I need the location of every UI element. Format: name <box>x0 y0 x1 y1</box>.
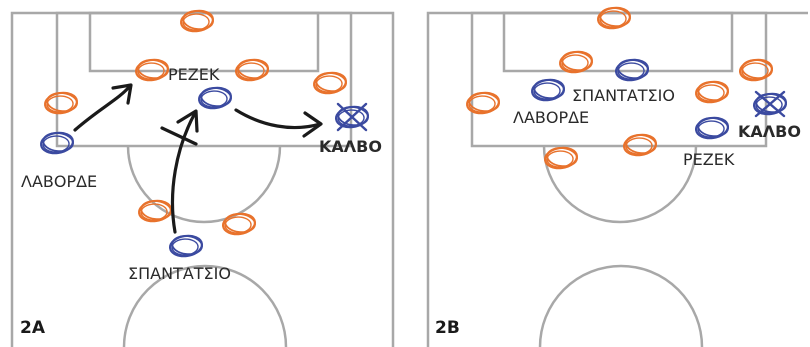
court-lines <box>426 11 808 347</box>
player-label-kalvo: ΚΑΛΒΟ <box>319 137 382 156</box>
arrow-spantatsio-move <box>170 111 197 234</box>
player-label-rezek: ΡΕΖΕΚ <box>168 65 220 84</box>
player-label-laborde: ΛΑΒΟΡΔΕ <box>21 172 97 191</box>
arrowhead <box>111 83 133 105</box>
attackers <box>529 56 789 142</box>
movement-arrows <box>73 83 323 234</box>
panel-2b: ΣΠΑΝΤΑΤΣΙΟ ΛΑΒΟΡΔΕ ΚΑΛΒΟ ΡΕΖΕΚ 2Β <box>426 4 808 347</box>
defender-marker <box>220 210 258 238</box>
player-label-rezek: ΡΕΖΕΚ <box>683 150 735 169</box>
panel-2a: ΡΕΖΕΚ ΛΑΒΟΡΔΕ ΣΠΑΝΤΑΤΣΙΟ ΚΑΛΒΟ 2Α <box>10 7 395 347</box>
arrow-rezek-move <box>234 108 322 130</box>
attacker-marker-rezek <box>196 84 234 112</box>
cross-mark-icon <box>754 90 786 118</box>
defender-marker <box>542 144 580 172</box>
player-label-laborde: ΛΑΒΟΡΔΕ <box>513 108 589 127</box>
attacker-marker-laborde <box>529 76 567 104</box>
cross-mark-icon <box>336 102 368 132</box>
attackers <box>38 84 371 260</box>
panel-label: 2Α <box>20 318 46 338</box>
defender-marker <box>737 56 775 84</box>
defender-marker <box>42 89 80 117</box>
arrow-laborde-move <box>73 84 132 132</box>
defender-marker <box>311 69 349 97</box>
arrowhead <box>302 111 323 138</box>
defender-marker <box>693 78 731 106</box>
defender-marker <box>595 4 633 32</box>
player-label-spantatsio: ΣΠΑΝΤΑΤΣΙΟ <box>572 86 675 105</box>
player-label-kalvo: ΚΑΛΒΟ <box>738 122 801 141</box>
attacker-marker-spantatsio <box>167 232 205 260</box>
panel-label: 2Β <box>435 318 460 338</box>
attacker-marker-rezek <box>693 114 731 142</box>
arrow-spantatsio-screen <box>160 126 198 146</box>
arrowhead <box>176 109 199 133</box>
player-label-spantatsio: ΣΠΑΝΤΑΤΣΙΟ <box>128 264 231 283</box>
